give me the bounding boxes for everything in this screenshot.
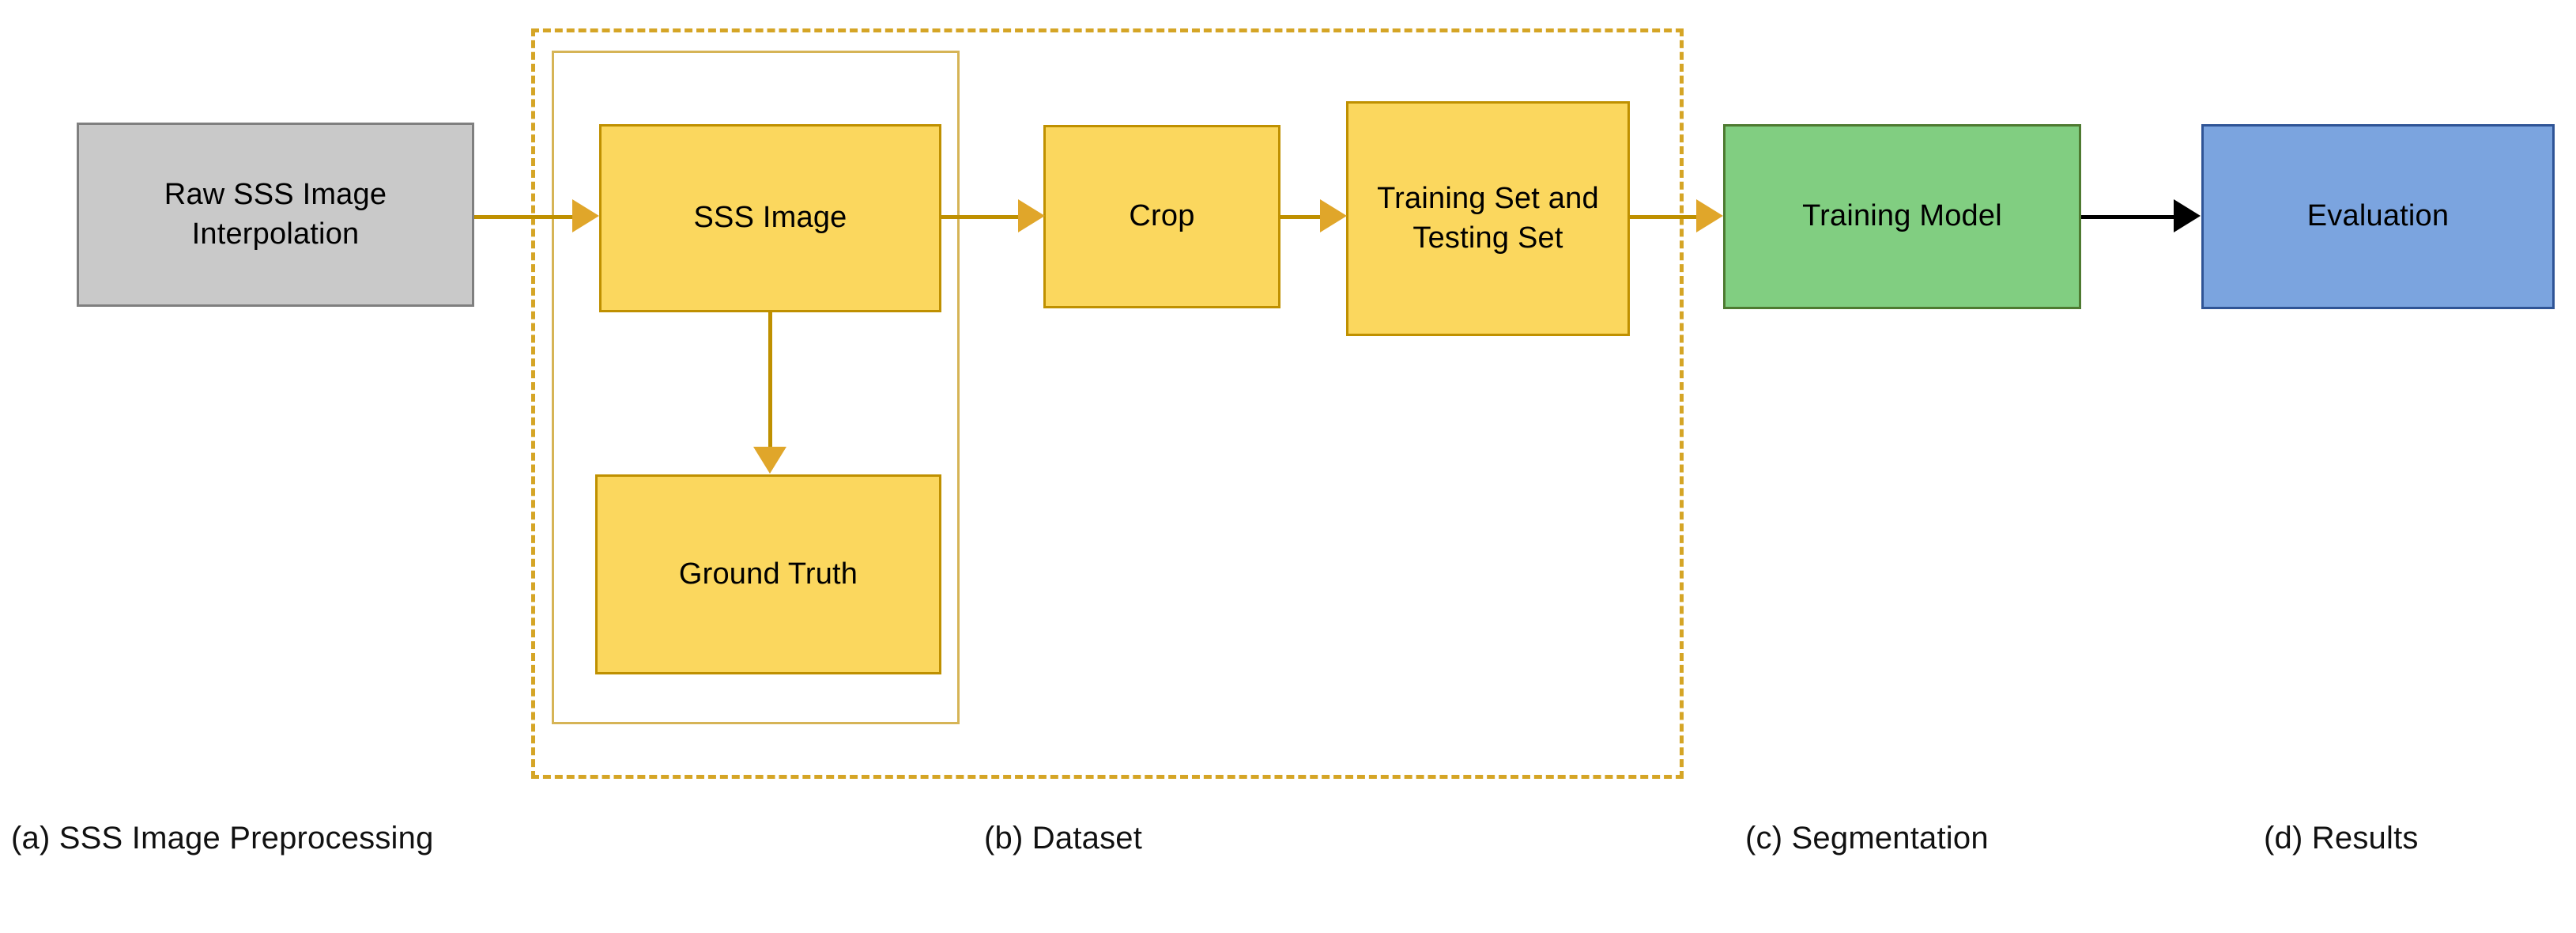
- node-sss-image[interactable]: SSS Image: [599, 124, 941, 312]
- dataset-dashed-group-frame: [531, 28, 1684, 779]
- caption-b-dataset: (b) Dataset: [984, 821, 1143, 856]
- node-raw-sss-image-interpolation[interactable]: Raw SSS Image Interpolation: [77, 123, 474, 307]
- node-evaluation[interactable]: Evaluation: [2201, 124, 2555, 309]
- caption-c-segmentation: (c) Segmentation: [1745, 821, 1989, 856]
- dataset-inner-solid-frame: [552, 51, 960, 724]
- node-training-set-and-testing-set[interactable]: Training Set and Testing Set: [1346, 101, 1630, 336]
- caption-a-sss-image-preprocessing: (a) SSS Image Preprocessing: [11, 821, 434, 856]
- node-ground-truth[interactable]: Ground Truth: [595, 474, 941, 674]
- caption-d-results: (d) Results: [2264, 821, 2419, 856]
- node-training-model[interactable]: Training Model: [1723, 124, 2081, 309]
- node-crop[interactable]: Crop: [1043, 125, 1280, 308]
